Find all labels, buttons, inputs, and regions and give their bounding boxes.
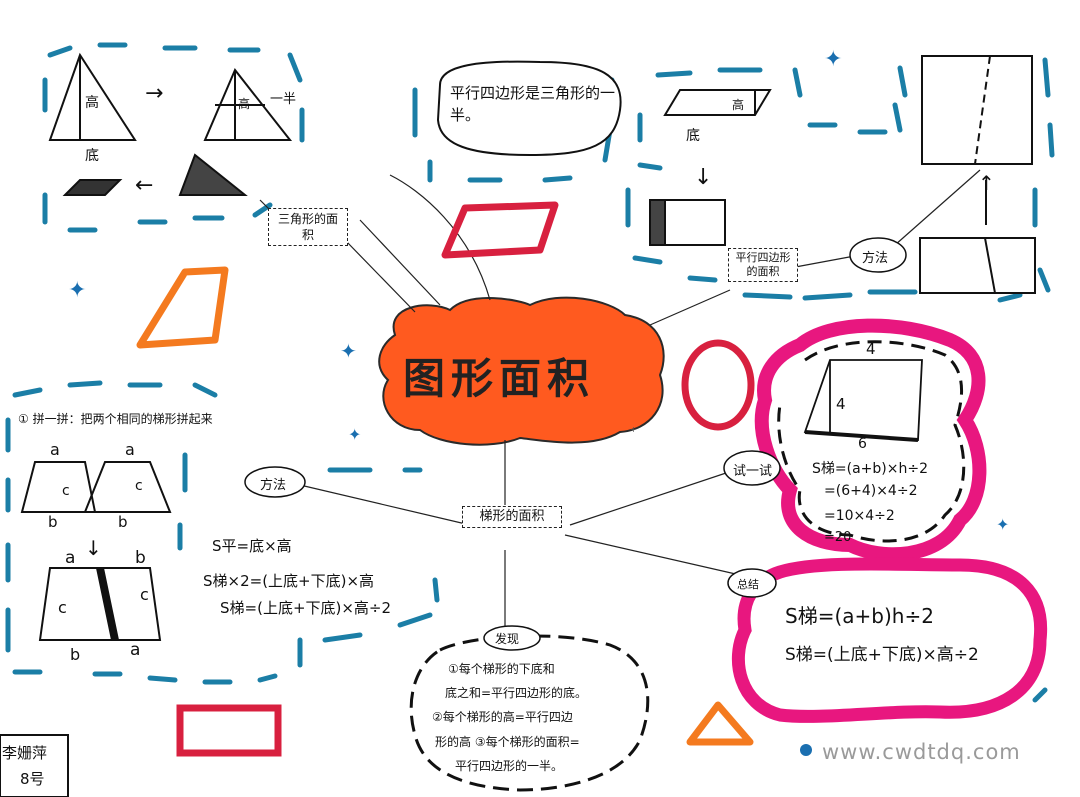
trapezoid-formula-2: S梯×2=(上底+下底)×高: [203, 572, 375, 590]
orange-trapezoid: [136, 266, 229, 349]
triangle-base-label: 底: [85, 148, 99, 164]
triangle-figures: [48, 52, 293, 196]
center-title: 图形面积: [403, 354, 596, 403]
discovery-line-5: 平行四边形的一半。: [455, 759, 564, 773]
trapezoid-formula-1: S平=底×高: [212, 537, 292, 555]
center-blob: [378, 296, 665, 446]
triangle-cut-label: 一半: [270, 92, 297, 107]
trap-c-1: c: [62, 483, 70, 499]
svg-text:→: →: [145, 81, 163, 106]
svg-text:+: +: [630, 425, 637, 434]
svg-text:✦: ✦: [824, 47, 842, 72]
discovery-line-1: ①每个梯形的下底和: [448, 662, 555, 676]
watermark[interactable]: www.cwdtdq.com: [822, 740, 1021, 764]
trap-c-3: c: [58, 598, 67, 617]
try-top-value: 4: [866, 340, 876, 358]
trap-a-2: a: [125, 440, 135, 459]
parallelogram-figures: [649, 55, 1036, 294]
dashed-borders: [5, 42, 1055, 703]
svg-text:✦: ✦: [348, 425, 361, 444]
summary-label: 总结: [737, 578, 759, 591]
signature-name: 李姗萍: [2, 744, 48, 762]
discovery-title: 发现: [495, 632, 520, 646]
trapezoid-step1: ① 拼一拼：把两个相同的梯形拼起来: [18, 412, 213, 426]
red-circle: [681, 339, 755, 431]
trapezoid-area-label: 梯形的面积: [462, 506, 562, 528]
triangle-height-label: 高: [85, 95, 99, 111]
parallelogram-height-label: 高: [732, 98, 745, 112]
try-label: 试一试: [733, 464, 773, 479]
parallelogram-area-label: 平行四边形的面积: [728, 248, 798, 282]
trap-b-3: b: [135, 548, 146, 568]
trap-a-1: a: [50, 440, 60, 459]
try-calc-4: =20: [824, 530, 852, 545]
svg-text:↓: ↓: [85, 536, 102, 560]
try-cloud: [723, 450, 781, 486]
trap-b-2: b: [118, 513, 128, 531]
orange-triangle: [686, 701, 754, 746]
try-calc-1: S梯=(a+b)×h÷2: [812, 461, 928, 477]
svg-text:✦: ✦: [68, 278, 86, 303]
svg-text:✦: ✦: [340, 339, 357, 363]
try-calc-3: =10×4÷2: [824, 508, 895, 524]
signature-number: 8号: [20, 770, 45, 788]
discovery-oval: [409, 634, 650, 792]
trap-a-4: a: [130, 640, 141, 660]
summary-cloud: [727, 568, 777, 598]
note-bubble: [436, 60, 622, 157]
trapezoid-method-label: 方法: [260, 478, 287, 493]
parallelogram-note: 平行四边形是三角形的一半。: [450, 84, 616, 124]
red-parallelogram: [441, 201, 559, 259]
trapezoid-formula-3: S梯=(上底+下底)×高÷2: [220, 599, 392, 617]
try-bottom-value: 6: [858, 436, 867, 452]
discovery-line-3: ②每个梯形的高=平行四边: [432, 710, 573, 724]
try-pink-blob: [754, 318, 987, 562]
parallelogram-method-label: 方法: [862, 251, 889, 266]
svg-text:←: ←: [135, 173, 153, 198]
method-cloud-left: [244, 466, 306, 498]
discovery-line-4: 形的高 ③每个梯形的面积=: [435, 735, 580, 749]
summary-formula-2: S梯=(上底+下底)×高÷2: [785, 645, 979, 665]
summary-pink-blob: [731, 557, 1048, 723]
red-rectangle: [176, 704, 282, 757]
svg-text:↓: ↓: [694, 165, 712, 190]
trap-b-4: b: [70, 645, 81, 664]
try-side-value: 4: [836, 395, 846, 413]
try-trapezoid: [803, 359, 923, 441]
try-calc-2: =(6+4)×4÷2: [824, 483, 918, 499]
discovery-line-2: 底之和=平行四边形的底。: [445, 686, 588, 700]
trap-c-4: c: [140, 585, 149, 604]
trapezoid-figures: [20, 461, 172, 641]
triangle-cut-height: 高: [238, 97, 251, 111]
triangle-area-label: 三角形的面积: [268, 208, 348, 246]
svg-text:✦: ✦: [996, 515, 1009, 534]
trap-a-3: a: [65, 548, 76, 568]
method-cloud-right: [849, 237, 907, 273]
svg-text:↑: ↑: [978, 171, 995, 195]
trap-b-1: b: [48, 513, 58, 531]
signature-box: [0, 734, 69, 797]
trap-c-2: c: [135, 478, 143, 494]
parallelogram-base-label: 底: [686, 128, 700, 144]
summary-formula-1: S梯=(a+b)h÷2: [785, 604, 934, 628]
